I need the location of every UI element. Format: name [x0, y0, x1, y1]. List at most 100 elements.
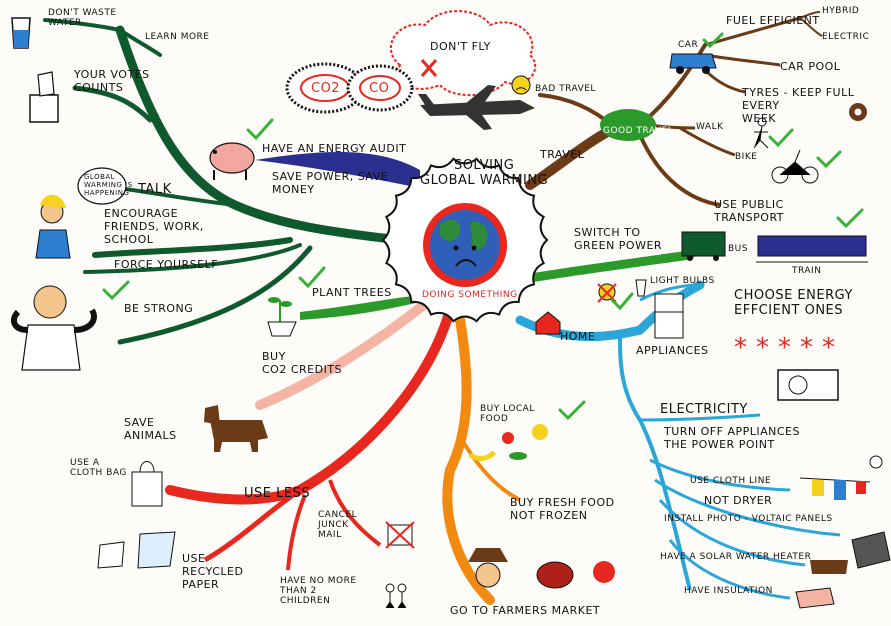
check-marks	[102, 32, 864, 421]
branch-electric	[799, 17, 823, 37]
branch-bike	[679, 126, 736, 157]
star-icon: *	[822, 333, 835, 363]
be-strong-label: BE STRONG	[124, 302, 194, 315]
walking-person-icon	[753, 117, 769, 149]
branch-talk	[116, 186, 237, 207]
clothline-label: USE CLOTH LINE	[690, 476, 772, 486]
house-icon	[535, 311, 561, 335]
buy-local-label: BUY LOCAL FOOD	[480, 404, 535, 424]
branch-electricity	[639, 413, 761, 422]
light-bulbs-label: LIGHT BULBS	[650, 276, 715, 286]
branch-money	[255, 151, 420, 188]
home-label: HOME	[560, 330, 596, 343]
branch-tyres	[703, 68, 746, 94]
your-votes-counts-label: YOUR VOTES COUNTS	[74, 68, 150, 94]
branch-learn-more	[118, 28, 162, 57]
tyres-label: TYRES - KEEP FULL EVERY WEEK	[742, 86, 855, 125]
airplane-icon	[418, 85, 535, 130]
branch-plant-trees	[300, 295, 420, 320]
branch-solar-heater	[658, 499, 806, 567]
bus-label: BUS	[728, 244, 748, 254]
check-icon-food	[558, 400, 586, 421]
farmers-market-label: GO TO FARMERS MARKET	[450, 604, 601, 617]
two-children-icon	[385, 583, 407, 609]
bad-travel-label: BAD TRAVEL	[535, 84, 596, 94]
star-icon: *	[734, 333, 747, 363]
junk-mail-crossed-icon	[385, 521, 415, 549]
co2-credits-label: BUY CO2 CREDITS	[262, 350, 343, 376]
branch-children	[286, 494, 307, 571]
green-power-label: SWITCH TO GREEN POWER	[574, 226, 663, 252]
light-bulb-icon	[597, 279, 647, 303]
branch-food-trunk	[442, 315, 495, 605]
cancel-junk-label: CANCEL JUNCK MAIL	[318, 510, 358, 540]
energy-audit-label: HAVE AN ENERGY AUDIT	[262, 142, 407, 155]
branch-dont-waste-water	[43, 18, 122, 32]
rating-stars: *****	[734, 333, 835, 363]
bus-icon	[681, 231, 726, 261]
children-label: HAVE NO MORE THAN 2 CHILDREN	[280, 576, 357, 606]
check-icon-be-strong	[102, 280, 130, 301]
check-icon-green-power	[610, 292, 634, 311]
choose-energy-label: CHOOSE ENERGY EFFCIENT ONES	[734, 288, 853, 318]
save-animals-label: SAVE ANIMALS	[124, 416, 177, 442]
fridge-icon	[654, 293, 684, 339]
bike-label: BIKE	[735, 152, 758, 162]
appliances-label: APPLIANCES	[636, 344, 709, 357]
branch-recycled	[203, 487, 302, 563]
not-dryer-label: NOT DRYER	[704, 494, 773, 507]
basket-of-food-icon	[536, 561, 574, 589]
plant-trees-label: PLANT TREES	[312, 286, 392, 299]
power-socket-icon	[777, 369, 839, 401]
branch-use-less-trunk	[165, 305, 455, 505]
branch-your-votes	[72, 85, 153, 123]
branch-hybrid	[799, 11, 821, 19]
learn-more-label: LEARN MORE	[145, 32, 210, 42]
insulation-icon	[795, 587, 835, 609]
public-transport-label: USE PUBLIC TRANSPORT	[714, 198, 785, 224]
center-subtitle: DOING SOMETHING	[422, 290, 518, 300]
good-travel-label: GOOD TRAVEL	[603, 126, 674, 136]
cow-icon	[204, 405, 268, 452]
photovoltaic-label: INSTALL PHOTO - VOLTAIC PANELS	[664, 514, 833, 524]
train-label: TRAIN	[792, 266, 822, 276]
bicycle-icon	[771, 149, 819, 184]
check-icon-energy-audit	[246, 118, 274, 141]
branch-appliances	[618, 334, 692, 591]
co-label: CO	[369, 81, 390, 96]
hybrid-label: HYBRID	[822, 6, 860, 16]
check-icon-plant-trees	[298, 266, 326, 289]
plant-sprout-icon	[267, 297, 297, 337]
save-power-label: SAVE POWER, SAVE MONEY	[272, 170, 389, 196]
star-icon: *	[756, 333, 769, 363]
branch-buy-fresh	[460, 438, 521, 502]
co-cloud-icon	[346, 64, 414, 112]
branch-photovoltaic	[654, 478, 841, 537]
sad-face-icon	[511, 75, 531, 95]
paper-stack-icon	[97, 531, 176, 569]
cloth-bag-icon	[131, 461, 163, 507]
solar-panel-icon	[851, 531, 891, 569]
branch-force-yourself	[83, 243, 302, 274]
branch-green-power	[525, 250, 695, 283]
branch-encourage	[92, 237, 293, 258]
cross-icon	[420, 59, 438, 77]
good-travel-tree-icon	[600, 109, 656, 141]
force-yourself-label: FORCE YOURSELF	[114, 258, 219, 271]
dont-fly-label: DON'T FLY	[430, 40, 491, 53]
ballot-box-icon	[29, 71, 59, 123]
travel-label: TRAVEL	[540, 148, 585, 161]
check-icon-walk	[768, 128, 794, 148]
electricity-label: ELECTRICITY	[660, 402, 748, 417]
dont-fly-cloud	[389, 10, 537, 97]
car-icon	[669, 53, 717, 74]
center-title: SOLVING GLOBAL WARMING	[420, 158, 549, 188]
use-less-label: USE LESS	[244, 486, 311, 501]
check-icon-bike	[816, 150, 842, 169]
dont-waste-water-label: DON'T WASTE WATER	[48, 8, 117, 28]
global-warming-bubble-label: GLOBAL WARMING IS HAPPENING	[84, 173, 133, 197]
tyre-icon	[849, 103, 867, 121]
crying-earth-icon	[423, 203, 507, 287]
